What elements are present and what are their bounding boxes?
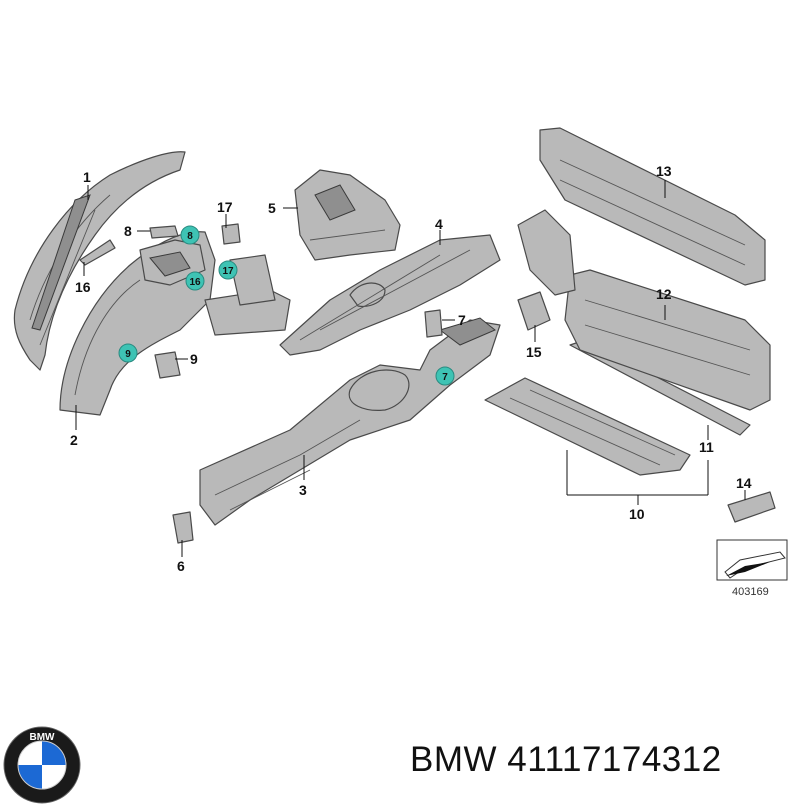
part-9-bracket [154,351,181,379]
callout-2: 2 [70,432,78,448]
callout-1: 1 [83,169,91,185]
callout-3: 3 [299,482,307,498]
part-14-bracket [727,491,776,523]
callout-9: 9 [190,351,198,367]
callout-8: 8 [124,223,132,239]
marker-17: 17 [222,266,234,277]
leader-lines [75,180,746,557]
highlight-markers: 8 16 17 9 7 [118,225,455,386]
part-17-bracket [221,223,241,245]
part-3-side-member [199,317,501,526]
part-4-floor-panel [279,234,501,356]
callout-13: 13 [656,163,672,179]
brand-label: BMW [410,740,498,779]
part-16-bracket [79,239,116,266]
callout-12: 12 [656,286,672,302]
part-2-wheel-house [59,231,291,416]
callout-7: 7 [458,312,466,328]
callout-11: 11 [699,439,714,455]
svg-text:BMW: BMW [30,732,56,743]
callout-6: 6 [177,558,185,574]
part-1-wheel-arch [13,151,186,371]
callout-5: 5 [268,200,276,216]
part-12-rear-panel [564,269,771,411]
callout-15: 15 [526,344,542,360]
part-caption: BMW 41117174312 [410,740,722,780]
marker-9: 9 [125,349,131,360]
part-pillar [517,209,576,296]
callout-16: 16 [75,279,91,295]
callout-4: 4 [435,216,443,232]
callout-14: 14 [736,475,752,491]
part-10-floor [484,377,691,476]
part-15-bracket [517,291,551,331]
part-8-bracket [149,225,179,239]
callout-labels: 1 2 3 4 5 6 7 8 9 10 11 12 13 14 15 16 1… [70,163,752,574]
callout-10: 10 [629,506,645,522]
part-6-bracket [172,511,194,544]
marker-7: 7 [442,372,448,383]
part-5-bracket [294,169,401,261]
callout-17: 17 [217,199,233,215]
part-number: 41117174312 [507,740,722,779]
reference-icon: 403169 [716,539,788,598]
bmw-logo: BMW [3,726,81,804]
part-7-bracket [424,309,443,338]
marker-8: 8 [187,231,193,242]
reference-number: 403169 [732,586,769,598]
part-13-rear-panel [539,127,766,286]
marker-16: 16 [189,277,201,288]
